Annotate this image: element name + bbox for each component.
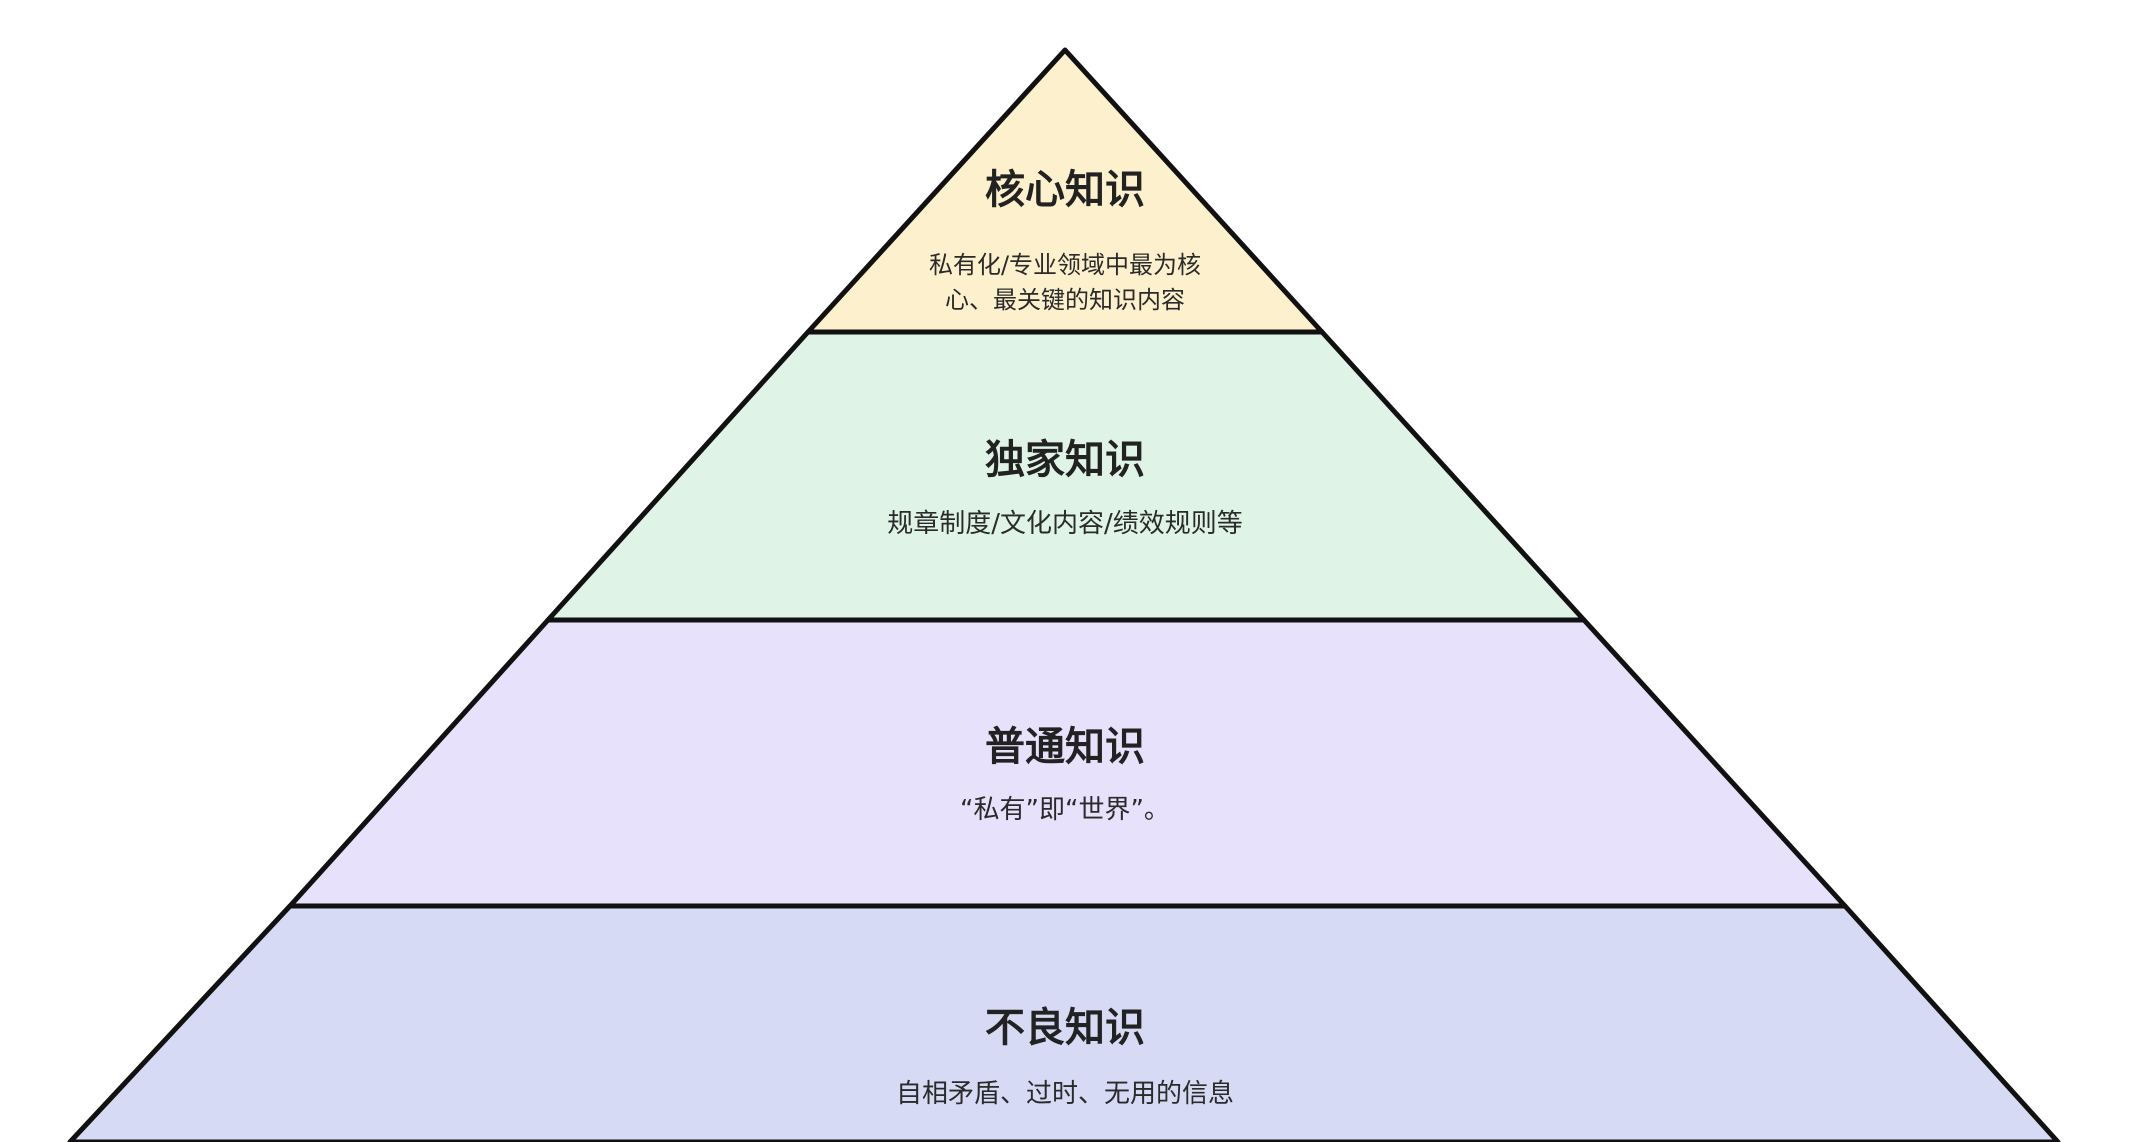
pyramid-layer-core-desc-line2: 心、最关键的知识内容	[945, 286, 1185, 314]
pyramid-layer-bad-shape[interactable]	[67, 903, 2061, 1142]
pyramid-layer-exclusive-title: 独家知识	[985, 437, 1145, 483]
pyramid-layer-bad-title: 不良知识	[985, 1005, 1145, 1051]
pyramid-layer-bad-desc: 自相矛盾、过时、无用的信息	[896, 1079, 1234, 1109]
pyramid-layer-core-title: 核心知识	[985, 167, 1145, 213]
pyramid-layer-common-title: 普通知识	[985, 724, 1145, 770]
pyramid-layer-common-desc: “私有”即“世界”。	[960, 795, 1170, 825]
pyramid-layer-exclusive-desc: 规章制度/文化内容/绩效规则等	[887, 509, 1243, 539]
pyramid-layer-core-desc-line1: 私有化/专业领域中最为核	[929, 251, 1201, 279]
